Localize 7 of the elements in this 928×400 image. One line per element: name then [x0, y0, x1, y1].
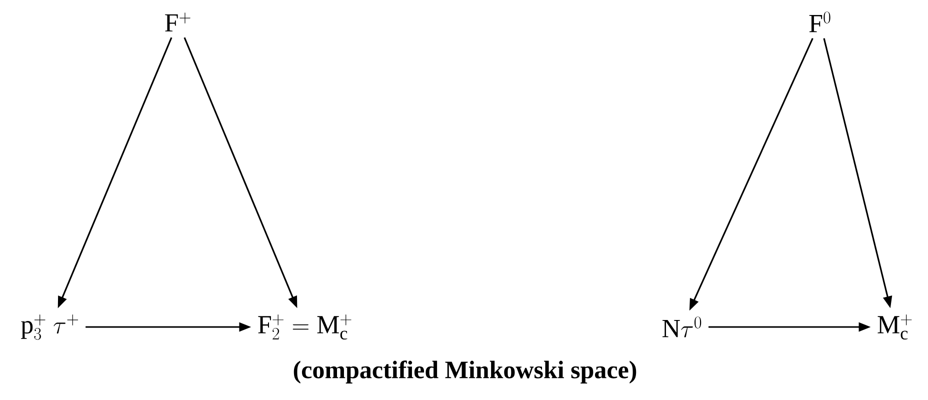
math-label: $\mathrm{F}_2^{+} = \mathrm{M}_\mathrm{c}^{+}$ — [258, 314, 352, 340]
math-label: $\mathrm{N}\tau^{0}$ — [662, 316, 702, 338]
caption-text: (compactified Minkowski space) — [294, 360, 636, 384]
math-label: $\mathrm{F}^{+}$ — [165, 12, 190, 32]
math-label: $\mathrm{F}^{0}$ — [809, 12, 830, 32]
math-label: $\mathrm{p}_3^{+}\ \tau^{+}$ — [21, 314, 78, 340]
math-label: $\mathrm{M}_\mathrm{c}^{+}$ — [878, 314, 912, 340]
